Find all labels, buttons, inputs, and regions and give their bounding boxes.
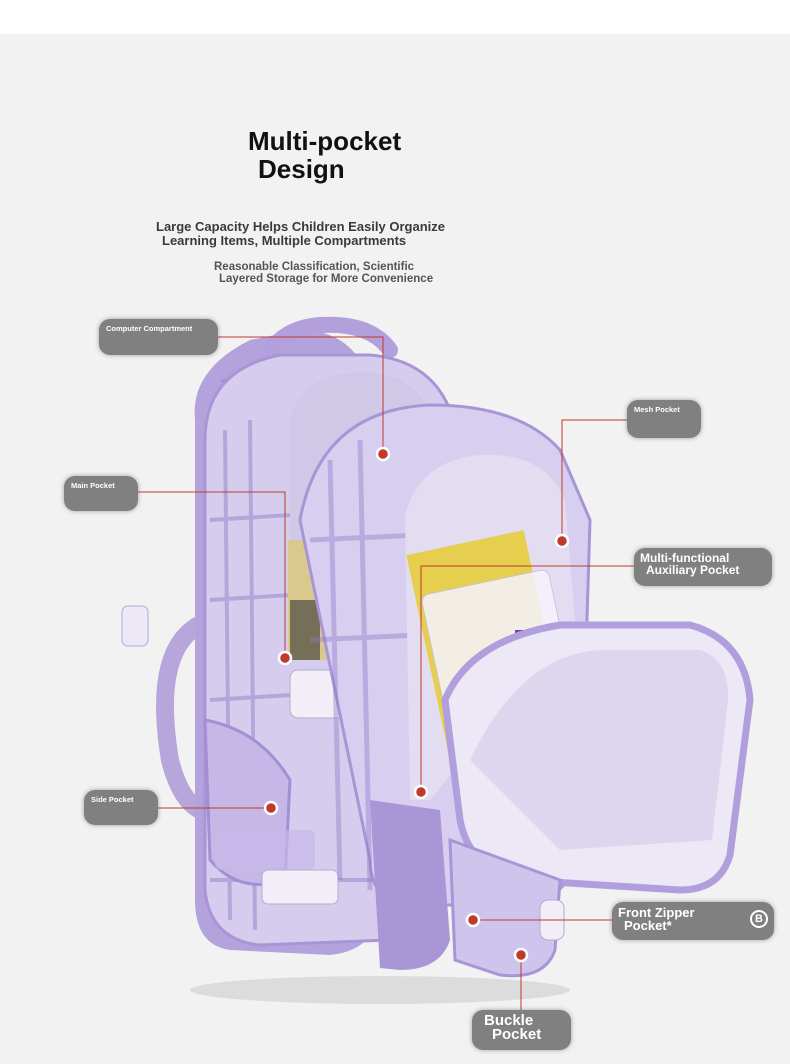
title-line-1: Multi-pocket — [248, 126, 402, 156]
ground-shadow — [190, 976, 570, 1004]
subtitle: Large Capacity Helps Children Easily Org… — [156, 220, 445, 248]
flap-lining — [470, 650, 729, 850]
label-mesh-pocket: Mesh Pocket — [627, 400, 701, 438]
label-front-zipper-pocket: Front Zipper Pocket* B — [612, 902, 774, 940]
title-line-2: Design — [258, 154, 345, 184]
label-main-pocket: Main Pocket — [64, 476, 138, 511]
front-zipper-pocket-body — [448, 837, 562, 978]
side-strap — [215, 830, 315, 870]
badge-icon: B — [750, 910, 768, 928]
top-white-strip — [0, 0, 790, 34]
books-rear-dark — [290, 600, 320, 660]
strap-buckle — [121, 605, 149, 647]
side-buckle — [261, 869, 339, 905]
subtitle-line-1: Large Capacity Helps Children Easily Org… — [156, 219, 445, 234]
front-base — [370, 800, 450, 970]
callout-dots — [263, 446, 570, 963]
plaid-pattern-front — [309, 439, 421, 891]
callout-lines — [138, 336, 634, 1010]
shoulder-strap — [156, 611, 214, 819]
page-title: Multi-pocket Design — [248, 127, 508, 183]
subtitle-line-2: Learning Items, Multiple Compartments — [162, 233, 407, 248]
description: Reasonable Classification, Scientific La… — [214, 261, 433, 285]
description-line-2: Layered Storage for More Convenience — [219, 273, 434, 285]
description-line-1: Reasonable Classification, Scientific — [214, 261, 415, 273]
label-side-pocket: Side Pocket — [84, 790, 158, 825]
label-multifunctional-auxiliary-pocket: Multi-functional Auxiliary Pocket — [634, 548, 772, 586]
label-computer-compartment: Computer Compartment — [99, 319, 218, 355]
label-buckle-pocket: Buckle Pocket — [472, 1010, 571, 1050]
